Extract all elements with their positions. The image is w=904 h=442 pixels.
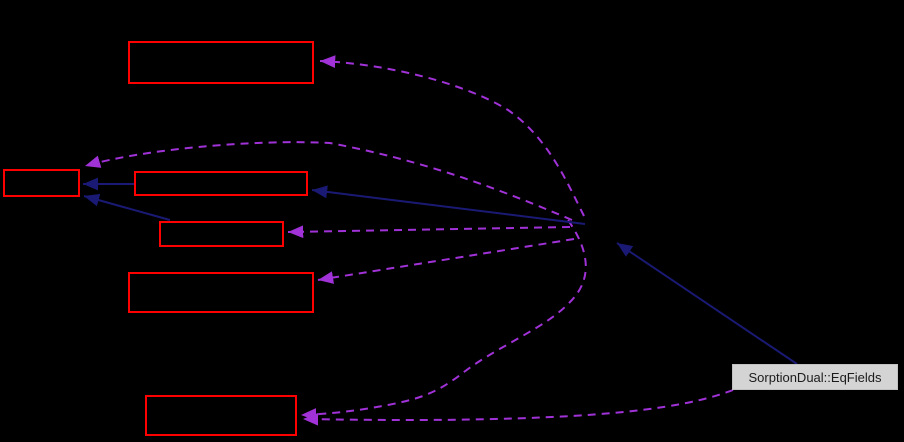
usage-edge-eqfields-to-bottom-node — [302, 389, 734, 426]
usage-edge-center-to-middle-small-node — [287, 225, 571, 239]
class-node-middle-wide[interactable] — [134, 171, 308, 196]
inheritance-edge-middle-small-to-left-node — [83, 193, 171, 221]
class-node-eqfields[interactable]: SorptionDual::EqFields — [732, 364, 898, 390]
class-node-middle-small[interactable] — [159, 221, 284, 247]
inheritance-edge-eqfields-to-center — [616, 242, 798, 365]
class-node-bottom[interactable] — [145, 395, 297, 436]
class-node-top[interactable] — [128, 41, 314, 84]
class-node-lower-wide[interactable] — [128, 272, 314, 313]
usage-edge-center-to-lower-wide-node — [317, 238, 575, 284]
usage-edge-center-to-bottom-node — [300, 219, 587, 421]
usage-edge-center-to-left-node — [84, 141, 573, 221]
inheritance-edge-center-to-middle-wide-node — [311, 185, 586, 225]
eqfields-node-label: SorptionDual::EqFields — [748, 369, 882, 385]
usage-edge-center-to-top-node — [319, 55, 585, 217]
class-node-left[interactable] — [3, 169, 80, 197]
